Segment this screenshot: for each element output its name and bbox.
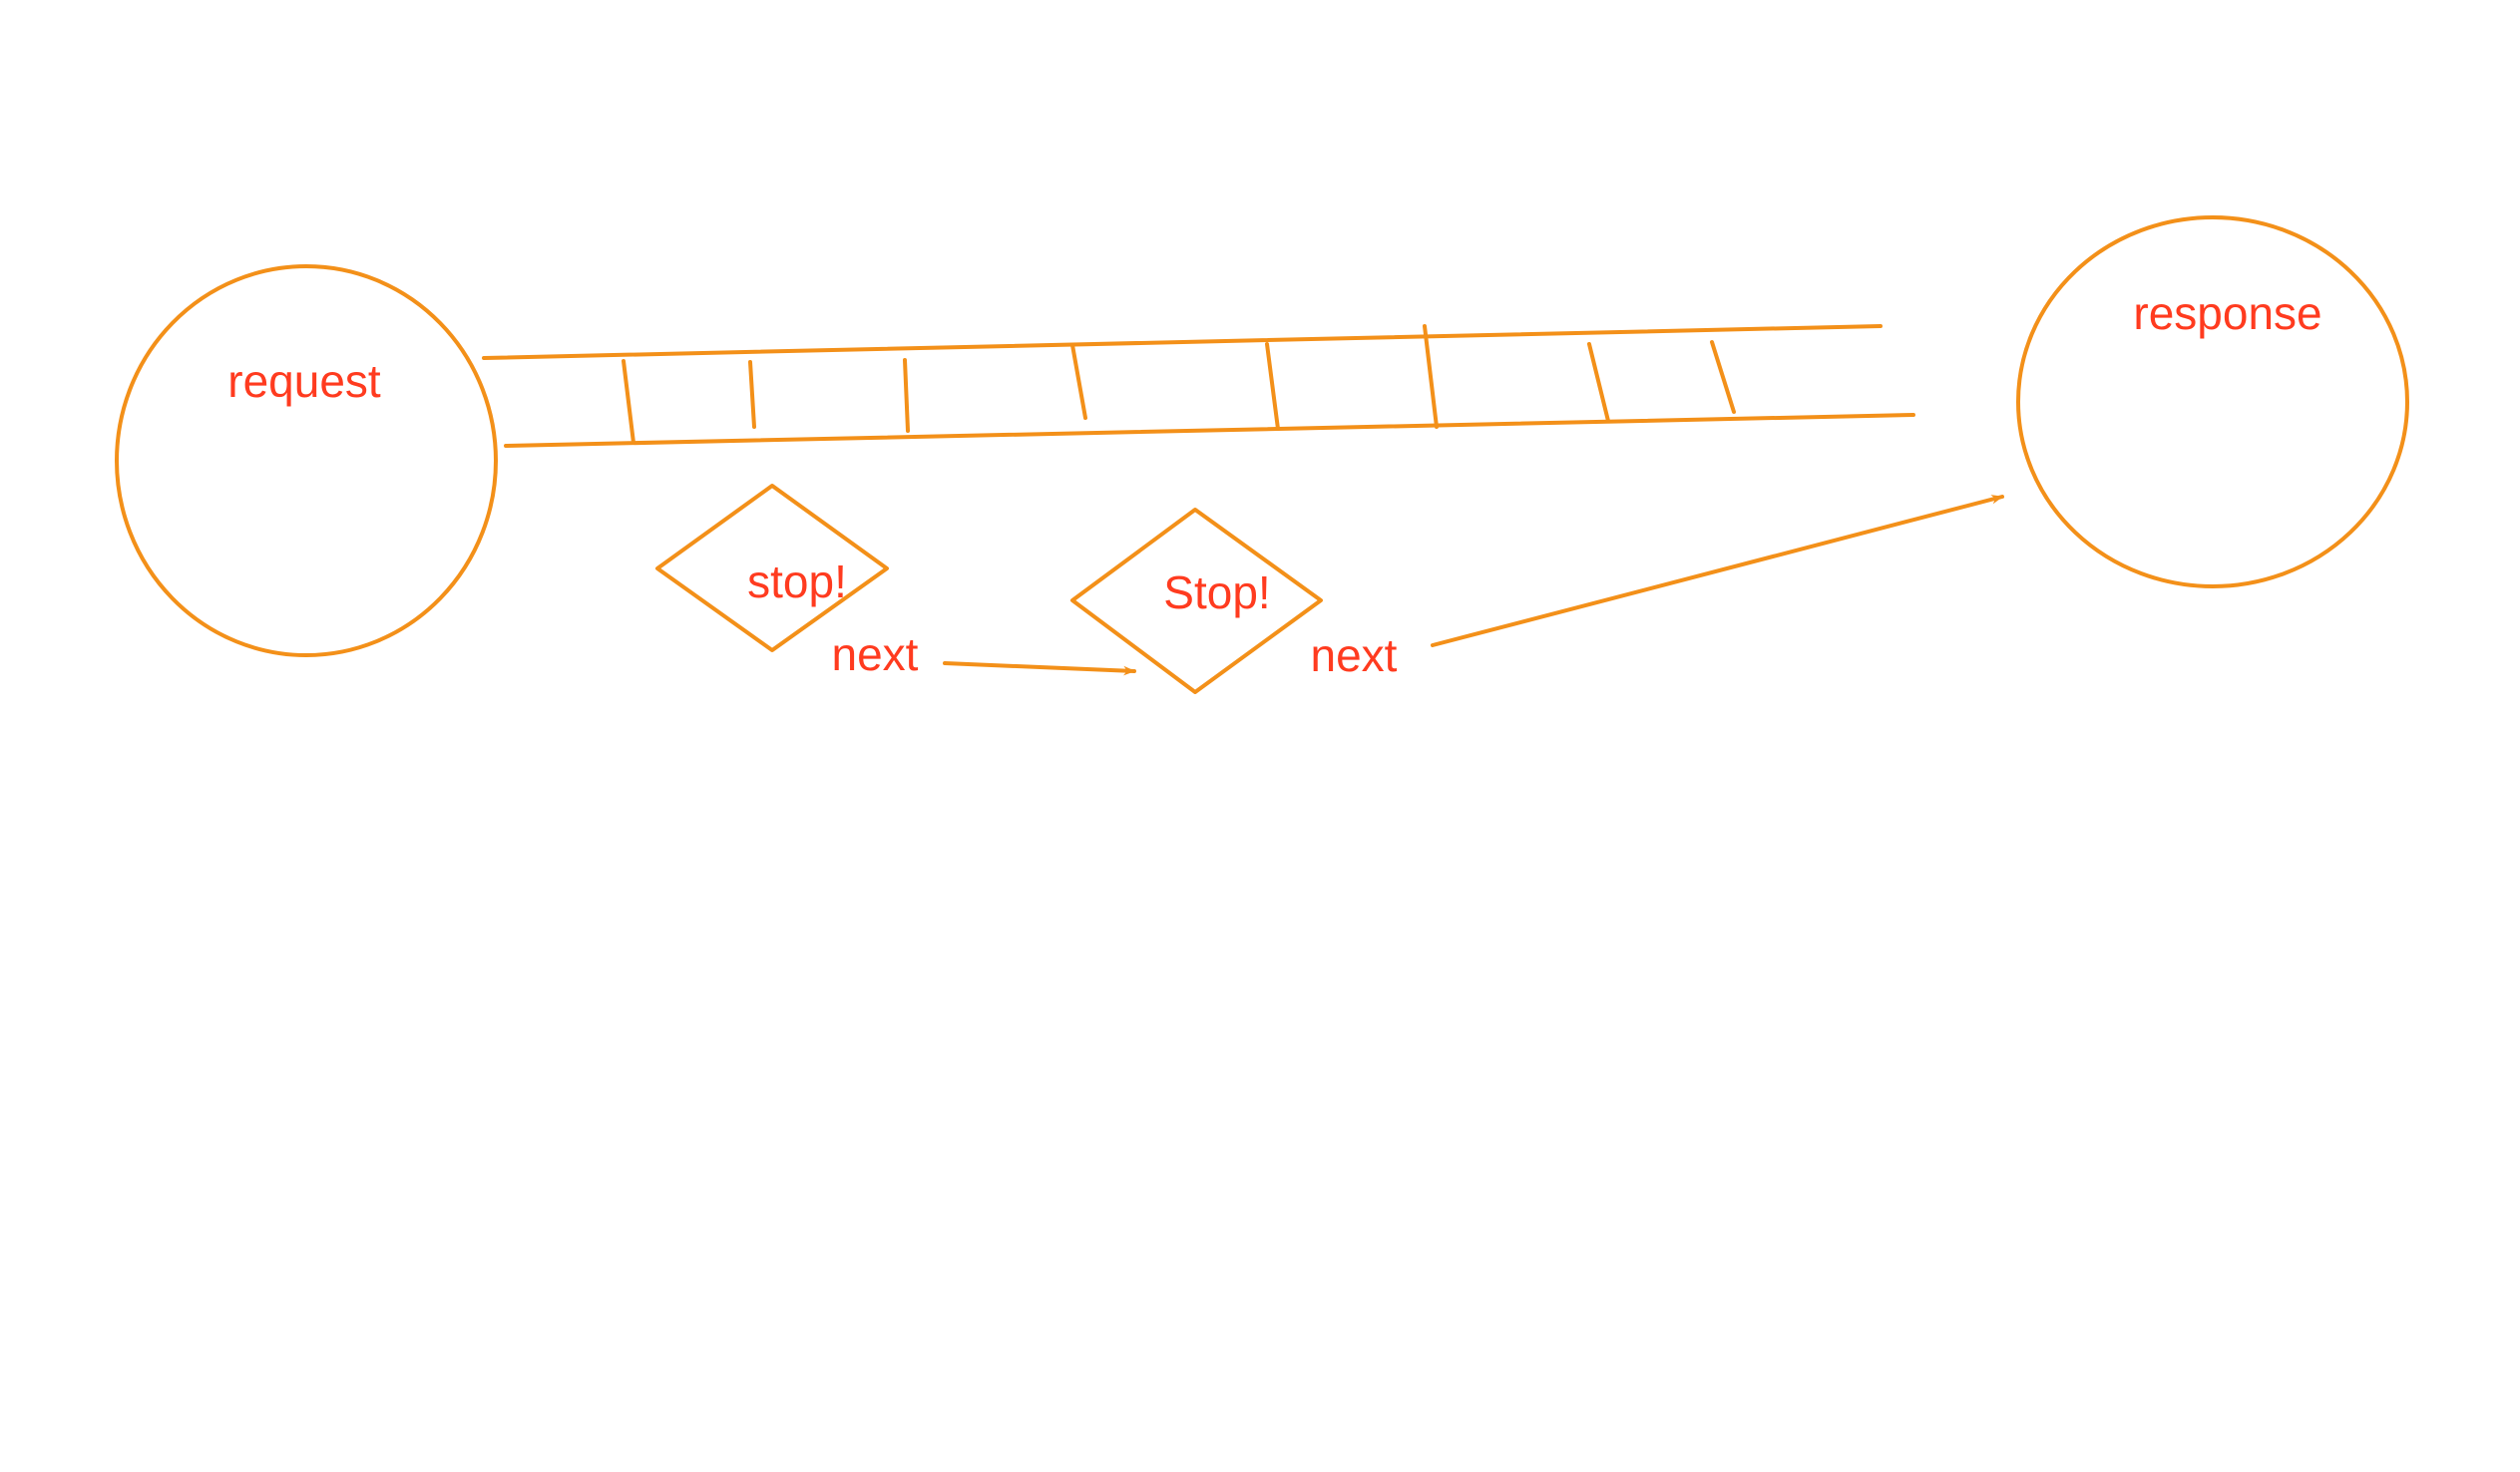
stop-diamond-1 [655, 484, 889, 652]
stop-label-1: stop! [747, 555, 847, 607]
stop-diamond-2 [1070, 508, 1323, 694]
request-label: request [227, 355, 381, 407]
next-arrow-1 [943, 661, 1136, 676]
pipeline-rung [748, 360, 756, 429]
response-circle [2016, 215, 2409, 588]
stop-node-1: stop! [655, 484, 889, 652]
response-label: response [2133, 287, 2321, 339]
pipeline [482, 324, 1915, 448]
pipeline-rung [1587, 342, 1610, 423]
next-label-1: next [832, 628, 919, 680]
stop-label-2: Stop! [1163, 566, 1270, 618]
next-label-2: next [1311, 629, 1398, 681]
next-edge-2: next [1311, 495, 2004, 681]
stop-node-2: Stop! [1070, 508, 1323, 694]
pipeline-rung [1070, 343, 1087, 420]
pipeline-top-rail [482, 324, 1883, 360]
request-circle [115, 264, 498, 657]
pipeline-rung [622, 359, 635, 445]
pipeline-rung [1423, 324, 1439, 429]
pipeline-rung [903, 358, 910, 433]
next-edge-1: next [832, 628, 1136, 680]
pipeline-bottom-rail [504, 413, 1915, 448]
request-node: request [115, 264, 498, 657]
pipeline-rung [1265, 342, 1280, 431]
response-node: response [2016, 215, 2409, 588]
pipeline-rung [1710, 340, 1736, 414]
next-arrow-2 [1431, 495, 2004, 647]
